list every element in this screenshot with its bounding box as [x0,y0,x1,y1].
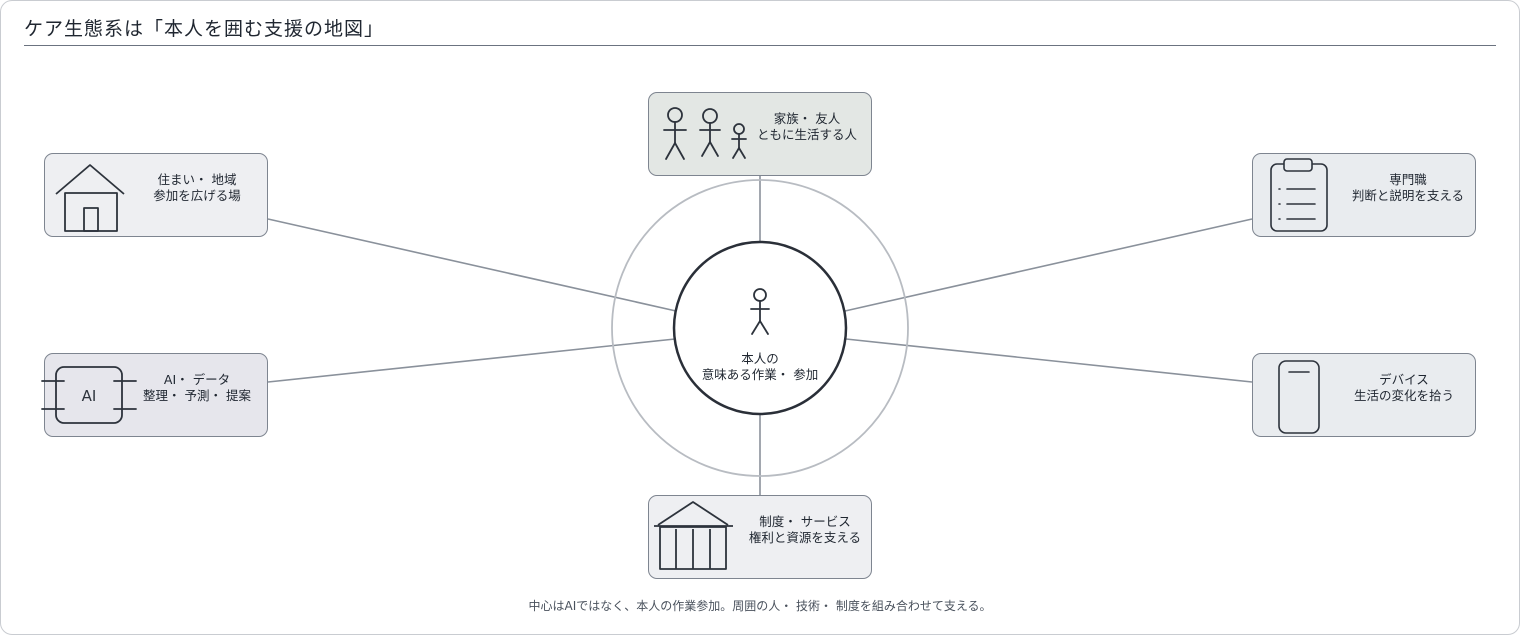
node-institution-line1: 制度・ サービス [759,514,851,529]
title-divider [24,45,1496,46]
node-home-label: 住まい・ 地域 参加を広げる場 [137,172,257,204]
node-family-line2: ともに生活する人 [756,127,857,142]
connector-device [845,338,1253,383]
node-device-label: デバイス 生活の変化を拾う [1339,372,1469,404]
node-ai-line2: 整理・ 予測・ 提案 [143,388,251,403]
node-home-line1: 住まい・ 地域 [157,172,237,187]
node-home-line2: 参加を広げる場 [153,188,241,203]
node-institution-label: 制度・ サービス 権利と資源を支える [745,514,865,546]
center-circle [672,240,848,416]
center-label-line2: 意味ある作業・ 参加 [701,367,819,382]
node-institution-line2: 権利と資源を支える [748,530,862,545]
person-icon [750,288,770,335]
node-institution: 制度・ サービス 権利と資源を支える [648,495,872,579]
node-professional-line1: 専門職 [1389,172,1427,187]
node-device-line2: 生活の変化を拾う [1353,388,1454,403]
node-ai-label: AI・ データ 整理・ 予測・ 提案 [137,372,257,404]
connector-professional [844,218,1253,312]
smartphone-icon [1278,360,1320,434]
ai-chip-icon: AI [41,366,137,424]
clipboard-icon [1270,158,1328,232]
node-device-line1: デバイス [1379,372,1429,387]
node-professional: 専門職 判断と説明を支える [1252,153,1476,237]
page-title: ケア生態系は「本人を囲む支援の地図」 [24,18,385,40]
family-people-icon [663,107,747,160]
institution-building-icon [654,501,733,570]
center-label-line1: 本人の [741,351,779,366]
node-ai-line1: AI・ データ [163,372,231,387]
node-family-label: 家族・ 友人 ともに生活する人 [747,111,867,143]
ai-chip-label: AI [82,387,97,405]
caption: 中心はAIではなく、本人の作業参加。周囲の人・ 技術・ 制度を組み合わせて支える… [528,599,992,613]
connector-home [267,218,677,312]
outer-ring [611,179,909,477]
connector-ai [267,338,676,383]
node-professional-label: 専門職 判断と説明を支える [1343,172,1473,204]
node-ai: AI AI・ データ 整理・ 予測・ 提案 [41,353,268,437]
node-home: 住まい・ 地域 参加を広げる場 [44,153,268,237]
node-professional-line2: 判断と説明を支える [1351,188,1465,203]
node-family: 家族・ 友人 ともに生活する人 [648,92,872,176]
center-label: 本人の 意味ある作業・ 参加 [660,351,860,383]
node-device: デバイス 生活の変化を拾う [1252,353,1476,437]
house-icon [55,164,125,232]
node-family-line1: 家族・ 友人 [773,111,841,126]
